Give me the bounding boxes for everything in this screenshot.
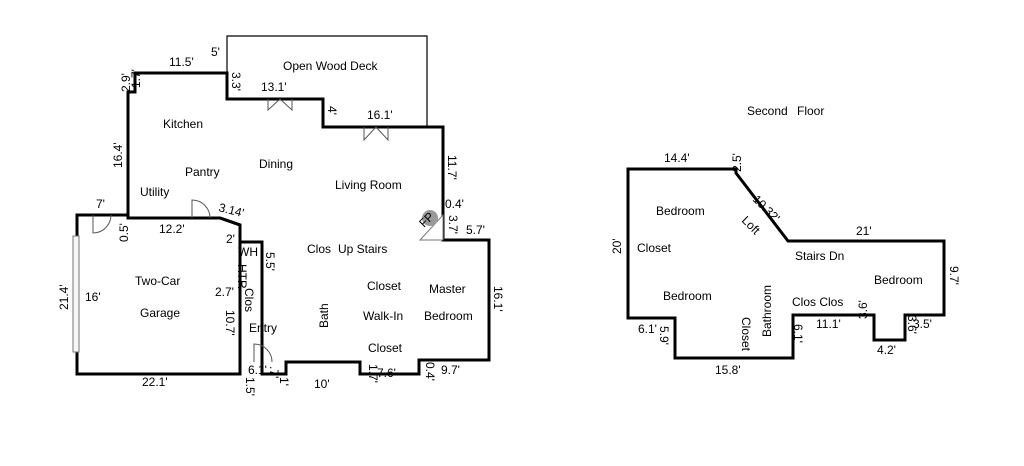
dim-dot-7: .7' <box>267 366 281 378</box>
dim-0-5: 0.5' <box>117 223 131 242</box>
dim-11-1: 11.1' <box>816 317 841 331</box>
second-floor-plan: Second Floor Bedroom Closet Loft Bedroom… <box>610 104 961 377</box>
dim-11-5: 11.5' <box>169 55 194 69</box>
dim-22-1: 22.1' <box>142 375 168 389</box>
label-clos-clos: Clos Clos <box>792 295 843 309</box>
entry-door <box>253 343 273 363</box>
dim-7-6: 7.6' <box>377 366 396 380</box>
dim-16-1-right: 16.1' <box>491 286 505 312</box>
dim-5-7: 5.7' <box>466 223 485 237</box>
dim-9-7: 9.7' <box>441 363 460 377</box>
label-bathroom: Bathroom <box>760 285 774 337</box>
second-floor-dimensions: 14.4' 2.5' 10.32' 21' 20' 9.7' 6.1' 5.9'… <box>610 151 961 377</box>
label-garage-line1: Two-Car <box>135 274 180 288</box>
label-closet-upper: Closet <box>367 279 402 293</box>
second-floor-title-word1: Second <box>747 104 788 118</box>
dim-7: 7' <box>96 197 105 211</box>
dim-6-1-left: 6.1' <box>638 322 657 336</box>
label-closet-vertical: Closet <box>739 317 753 352</box>
dim-20: 20' <box>610 238 624 254</box>
dim-3-7: 3.7' <box>446 215 460 234</box>
dim-15-8: 15.8' <box>715 363 741 377</box>
dim-5-5: 5.5' <box>263 252 277 271</box>
label-entry: Entry <box>249 321 277 335</box>
second-floor-title-word2: Floor <box>797 104 824 118</box>
label-loft: Loft <box>739 213 764 238</box>
dim-11-7: 11.7' <box>445 155 459 180</box>
label-deck: Open Wood Deck <box>283 59 378 73</box>
dim-2-9: 2.9' <box>119 73 133 92</box>
fireplace-icon <box>422 210 438 226</box>
label-up-stairs: Up Stairs <box>338 242 387 256</box>
label-water-heater: WH <box>238 245 258 259</box>
dim-1-7-bottom: 1.7' <box>366 364 380 383</box>
dim-13-1: 13.1' <box>261 80 287 94</box>
label-dining: Dining <box>259 157 293 171</box>
second-floor-perimeter <box>626 167 946 360</box>
dim-16-1-top: 16.1' <box>367 108 393 122</box>
garage-door <box>72 235 80 353</box>
label-closet: Closet <box>637 241 672 255</box>
door-swings <box>92 98 389 363</box>
label-bedroom-2: Bedroom <box>663 289 712 303</box>
dim-4-2: 4.2' <box>877 343 896 357</box>
first-floor-dimensions: 5' 11.5' 2.9' 1.7' 3.3' 13.1' 4' 16.1' 1… <box>57 45 505 396</box>
fireplace <box>418 210 444 241</box>
deck-door-left <box>267 98 281 112</box>
dim-12-2: 12.2' <box>159 222 185 236</box>
dim-5: 5' <box>211 45 220 59</box>
label-master-line2: Bedroom <box>424 309 473 323</box>
dim-0-4-fp: 0.4' <box>445 197 464 211</box>
label-walk-in: Walk-In <box>363 309 403 323</box>
dim-10: 10' <box>314 377 330 391</box>
dim-1-5: 1.5' <box>243 377 257 396</box>
dim-3-6-right: 3.6' <box>905 315 919 334</box>
dim-16-4: 16.4' <box>111 142 125 168</box>
label-utility: Utility <box>140 185 169 199</box>
dim-2-7: 2.7' <box>215 285 234 299</box>
first-floor-plan: Open Wood Deck Kitchen Pantry Dining Uti… <box>57 35 505 396</box>
dim-6-1-mid: 6.1' <box>791 324 805 343</box>
label-clos-up: Clos <box>307 242 331 256</box>
label-clos-vertical: Clos <box>242 288 256 312</box>
dim-6-1: 6.1' <box>248 363 267 377</box>
deck-outline <box>226 35 428 127</box>
utility-door <box>191 199 211 219</box>
label-closet-lower: Closet <box>368 341 403 355</box>
garage-side-door <box>92 214 112 234</box>
dim-4: 4' <box>325 106 339 115</box>
dim-0-4-bottom: 0.4' <box>423 362 437 381</box>
dim-3-14: 3.14' <box>217 200 245 220</box>
dim-2: 2' <box>226 232 235 246</box>
dim-5-9: 5.9' <box>657 326 671 345</box>
dim-10-7: 10.7' <box>223 310 237 336</box>
label-garage-line2: Garage <box>140 306 180 320</box>
dim-21-4: 21.4' <box>57 284 71 310</box>
label-htr: HTR <box>235 264 249 289</box>
living-door-right <box>375 126 389 142</box>
dim-16: 16' <box>85 290 101 304</box>
dim-3-5: 3.5' <box>913 317 932 331</box>
dim-1-7: 1.7' <box>129 69 143 88</box>
deck-door-right <box>279 98 293 112</box>
label-kitchen: Kitchen <box>163 117 203 131</box>
living-door-left <box>363 126 377 142</box>
label-living-room: Living Room <box>335 178 402 192</box>
label-stairs-dn: Stairs Dn <box>795 249 844 263</box>
dim-3-3: 3.3' <box>229 72 243 91</box>
garage-perimeter <box>75 213 242 376</box>
dim-14-4: 14.4' <box>664 151 690 165</box>
label-pantry: Pantry <box>185 165 220 179</box>
label-bedroom-1: Bedroom <box>656 204 705 218</box>
dim-3-6-left: 3.6' <box>856 300 870 319</box>
dim-21: 21' <box>856 224 872 238</box>
label-bedroom-3: Bedroom <box>874 273 923 287</box>
label-master-line1: Master <box>429 282 466 296</box>
dim-9-7: 9.7' <box>947 266 961 285</box>
dim-1: 1' <box>277 377 291 386</box>
dim-2-5: 2.5' <box>730 153 744 172</box>
label-bath: Bath <box>317 303 331 328</box>
